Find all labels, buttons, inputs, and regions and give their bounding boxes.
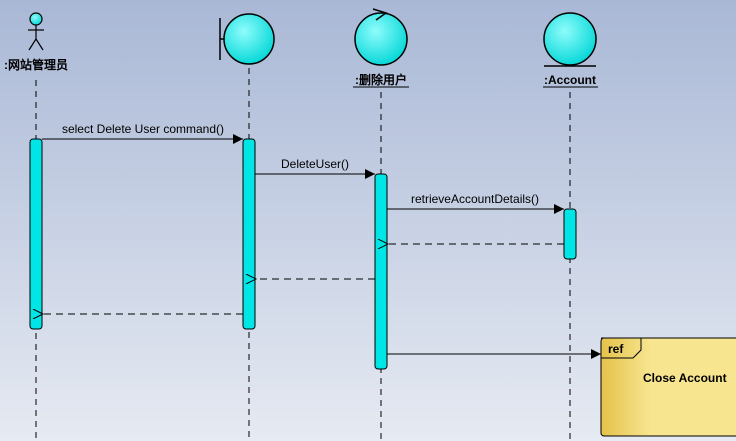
participant-ui[interactable] — [219, 13, 275, 65]
ref-tag-pentagon — [601, 337, 642, 359]
activation-ui[interactable] — [242, 138, 256, 330]
participant-label-admin: :网站管理员 — [4, 57, 68, 72]
message-3[interactable]: retrieveAccountDetails() — [387, 192, 564, 214]
boundary-icon — [219, 13, 275, 65]
actor-icon — [28, 12, 44, 51]
participant-label-acct: :Account — [544, 73, 596, 87]
participant-admin[interactable]: :网站管理员 — [4, 12, 68, 72]
ref-tag-label: ref — [608, 342, 624, 356]
message-label: select Delete User command() — [62, 122, 224, 136]
activation-admin[interactable] — [29, 138, 43, 330]
ref-fragment-label: Close Account — [643, 371, 727, 385]
message-2[interactable]: DeleteUser() — [255, 157, 375, 179]
message-label: retrieveAccountDetails() — [411, 192, 539, 206]
participant-acct[interactable]: :Account — [543, 12, 598, 88]
participant-label-ctrl: :删除用户 — [355, 72, 407, 87]
message-label: DeleteUser() — [281, 157, 349, 171]
activation-acct[interactable] — [563, 208, 577, 260]
entity-icon — [543, 12, 597, 67]
message-1[interactable]: select Delete User command() — [42, 122, 243, 144]
ref-fragment[interactable]: ref Close Account — [600, 337, 736, 437]
ref-frame — [600, 337, 736, 437]
activation-ctrl[interactable] — [374, 173, 388, 370]
control-icon — [354, 8, 408, 66]
participant-ctrl[interactable]: :删除用户 — [353, 8, 409, 88]
